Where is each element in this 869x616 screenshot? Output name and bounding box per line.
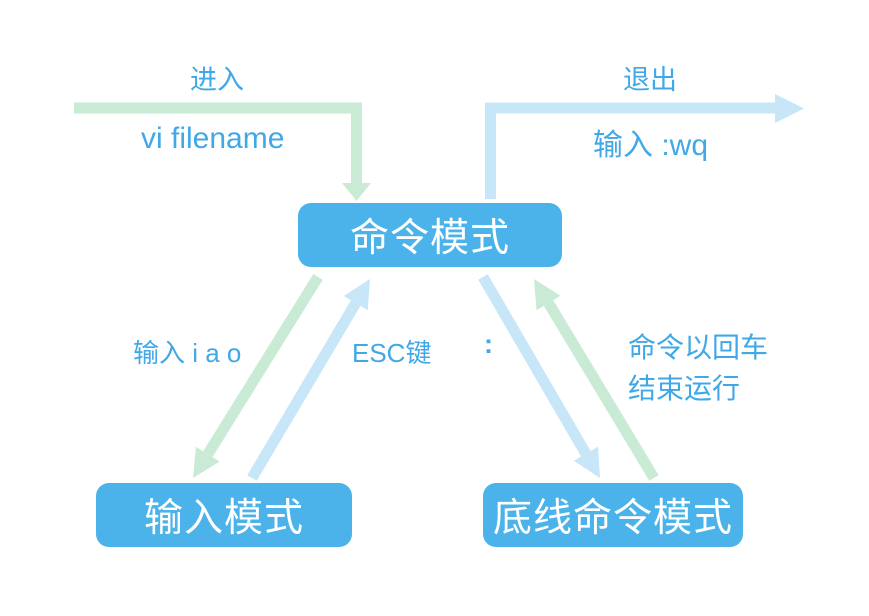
- enter-label: 进入: [190, 65, 244, 95]
- exit-label: 退出: [623, 65, 677, 95]
- command-to-insert-arrowhead: [193, 446, 220, 478]
- command-to-lastline-arrow: [478, 274, 600, 478]
- command-to-insert-label: 输入 i a o: [133, 338, 242, 368]
- command-to-lastline-arrowhead: [573, 446, 600, 478]
- exit-arrow: [485, 94, 804, 199]
- exit-arrow-line: [485, 102, 775, 199]
- node-command-mode: 命令模式: [298, 203, 562, 267]
- node-insert-mode: 输入模式: [96, 483, 352, 547]
- insert-to-command-arrowhead: [343, 279, 370, 311]
- exit-arrow-right-arrowhead: [775, 94, 804, 123]
- insert-to-command-line: [247, 300, 361, 481]
- enter-arrow-line: [74, 102, 362, 184]
- command-to-insert-arrow: [193, 274, 323, 478]
- enter-command-label: vi filename: [141, 122, 285, 155]
- lastline-to-command-arrow: [534, 279, 659, 481]
- command-to-lastline-line: [478, 274, 591, 457]
- command-to-insert-line: [203, 274, 323, 458]
- lastline-to-command-label-line2: 结束运行: [628, 373, 741, 404]
- insert-to-command-arrow: [247, 279, 370, 481]
- exit-command-label: 输入 :wq: [593, 129, 709, 162]
- lastline-to-command-label: 命令以回车 结束运行: [628, 327, 768, 409]
- lastline-to-command-line: [543, 300, 659, 481]
- command-to-lastline-label: :: [484, 329, 493, 359]
- insert-to-command-label: ESC键: [352, 338, 432, 368]
- node-lastline-mode: 底线命令模式: [483, 483, 743, 547]
- enter-arrow: [74, 102, 371, 201]
- enter-arrow-down-arrowhead: [342, 183, 371, 201]
- lastline-to-command-label-line1: 命令以回车: [628, 332, 769, 363]
- lastline-to-command-arrowhead: [534, 279, 561, 311]
